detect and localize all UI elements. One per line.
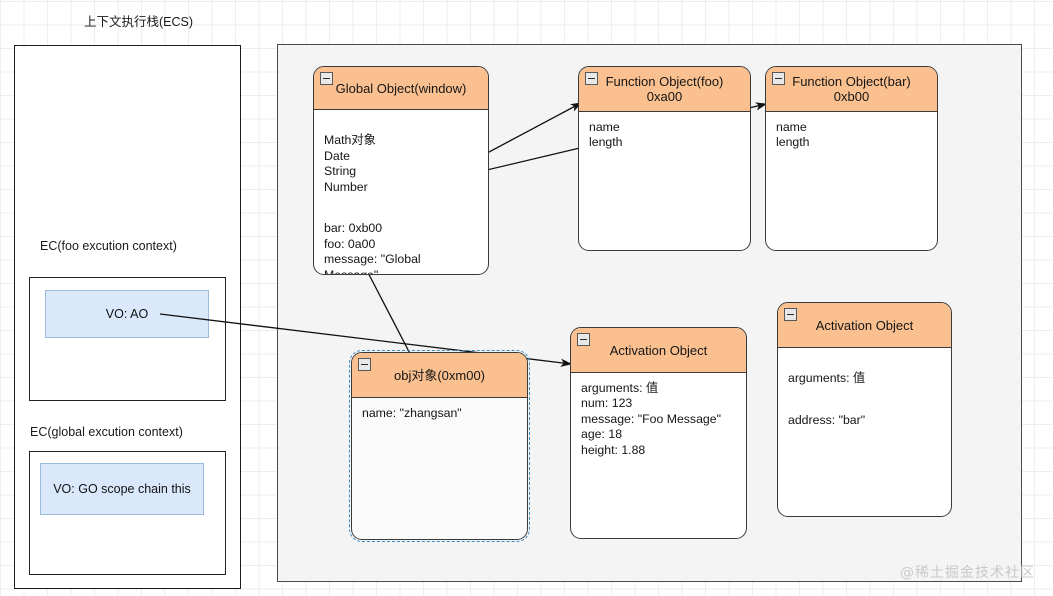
- card-activation-foo-body: arguments: 值 num: 123 message: "Foo Mess…: [581, 381, 721, 457]
- ec-label-global: EC(global excution context): [30, 425, 183, 439]
- vo-box-go[interactable]: VO: GO scope chain this: [40, 463, 204, 515]
- card-function-foo-title: Function Object(foo) 0xa00: [605, 74, 724, 104]
- card-function-foo-header[interactable]: Function Object(foo) 0xa00: [579, 67, 750, 112]
- card-obj-object-header[interactable]: obj对象(0xm00): [352, 353, 527, 398]
- vo-box-ao[interactable]: VO: AO: [45, 290, 209, 338]
- card-obj-object-title: obj对象(0xm00): [393, 367, 486, 383]
- card-activation-foo-title: Activation Object: [609, 342, 708, 358]
- card-activation-object-bar[interactable]: Activation Object arguments: 值 address: …: [777, 302, 952, 517]
- card-global-object-body: Math对象 Date String Number bar: 0xb00 foo…: [314, 110, 488, 275]
- card-activation-bar-body: arguments: 值 address: "bar": [778, 348, 951, 437]
- card-global-object-header[interactable]: Global Object(window): [314, 67, 488, 110]
- card-function-object-bar[interactable]: Function Object(bar) 0xb00 name length: [765, 66, 938, 251]
- global-object-properties: bar: 0xb00 foo: 0a00 message: "Global Me…: [324, 221, 421, 275]
- card-function-bar-body: name length: [776, 120, 810, 150]
- collapse-minus-icon[interactable]: [358, 358, 371, 371]
- card-global-object[interactable]: Global Object(window) Math对象 Date String…: [313, 66, 489, 275]
- activation-bar-arguments: arguments: 值: [788, 371, 866, 386]
- collapse-minus-icon[interactable]: [784, 308, 797, 321]
- ecs-title: 上下文执行栈(ECS): [84, 15, 194, 29]
- card-function-object-foo[interactable]: Function Object(foo) 0xa00 name length: [578, 66, 751, 251]
- card-obj-object[interactable]: obj对象(0xm00) name: "zhangsan": [349, 350, 530, 542]
- collapse-minus-icon[interactable]: [772, 72, 785, 85]
- body-spacer: [324, 195, 478, 206]
- activation-bar-address: address: "bar": [788, 413, 866, 428]
- card-obj-object-body: name: "zhangsan": [362, 406, 462, 420]
- card-activation-foo-header[interactable]: Activation Object: [571, 328, 746, 373]
- card-function-bar-header[interactable]: Function Object(bar) 0xb00: [766, 67, 937, 112]
- body-spacer: [788, 387, 941, 398]
- card-global-object-title: Global Object(window): [335, 80, 467, 96]
- global-object-builtins: Math对象 Date String Number: [324, 133, 376, 194]
- card-function-foo-body: name length: [589, 120, 623, 150]
- watermark: @稀土掘金技术社区: [900, 565, 1035, 581]
- card-activation-object-foo[interactable]: Activation Object arguments: 值 num: 123 …: [570, 327, 747, 539]
- collapse-minus-icon[interactable]: [320, 72, 333, 85]
- card-activation-bar-title: Activation Object: [815, 317, 914, 333]
- collapse-minus-icon[interactable]: [585, 72, 598, 85]
- card-activation-bar-header[interactable]: Activation Object: [778, 303, 951, 348]
- collapse-minus-icon[interactable]: [577, 333, 590, 346]
- card-function-bar-title: Function Object(bar) 0xb00: [792, 74, 911, 104]
- ec-label-foo: EC(foo excution context): [40, 239, 177, 253]
